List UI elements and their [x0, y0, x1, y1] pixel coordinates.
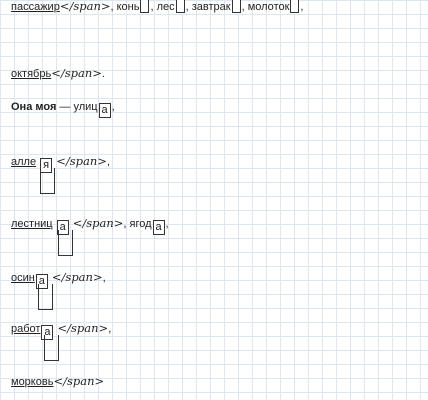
ending-box-frame — [40, 168, 55, 194]
line-4: алле я </span>, — [11, 154, 110, 173]
word: работ — [11, 323, 41, 335]
latex-fragment: </span> — [53, 374, 105, 388]
punctuation: , — [106, 156, 110, 168]
word: алле — [11, 156, 37, 168]
latex-fragment: </span> — [51, 66, 102, 80]
answer-box[interactable]: а — [56, 220, 69, 235]
latex-fragment: </span> — [59, 0, 111, 13]
word: , ягод — [123, 218, 152, 230]
word: пассажир — [11, 1, 60, 13]
answer-box[interactable]: а — [98, 103, 111, 118]
latex-fragment: </span> — [56, 154, 107, 168]
ending-box-frame — [58, 230, 73, 256]
answer-box[interactable] — [290, 0, 300, 13]
ending-box-frame — [38, 284, 53, 310]
punctuation: , — [102, 272, 106, 284]
word: , завтрак — [185, 1, 231, 13]
line-8: морковь</span> — [11, 374, 104, 389]
punctuation: , — [108, 323, 112, 335]
bold-phrase: Она моя — [11, 101, 57, 113]
latex-fragment: </span> — [57, 321, 109, 335]
punctuation: , — [111, 101, 115, 113]
word: , — [300, 1, 304, 13]
line-1: пассажир</span>, конь , лес , завтрак , мол… — [11, 0, 303, 14]
word: октябрь — [11, 68, 52, 80]
punctuation: . — [101, 68, 105, 80]
line-2: октябрь</span>. — [11, 66, 105, 81]
answer-box[interactable] — [231, 0, 241, 13]
answer-box[interactable]: я — [40, 158, 53, 173]
word: , молоток — [241, 1, 290, 13]
word: , лес — [150, 1, 175, 13]
ending-box-frame — [44, 335, 59, 361]
word: морковь — [11, 376, 54, 388]
latex-fragment: </span> — [51, 270, 103, 284]
answer-box[interactable]: а — [152, 220, 165, 235]
word: , конь — [110, 1, 140, 13]
punctuation: , — [165, 218, 169, 230]
answer-box[interactable] — [175, 0, 185, 13]
answer-box[interactable] — [140, 0, 150, 13]
latex-fragment: </span> — [72, 216, 124, 230]
word: лестниц — [11, 218, 53, 230]
word: — улиц — [56, 101, 98, 113]
word: осин — [11, 272, 35, 284]
